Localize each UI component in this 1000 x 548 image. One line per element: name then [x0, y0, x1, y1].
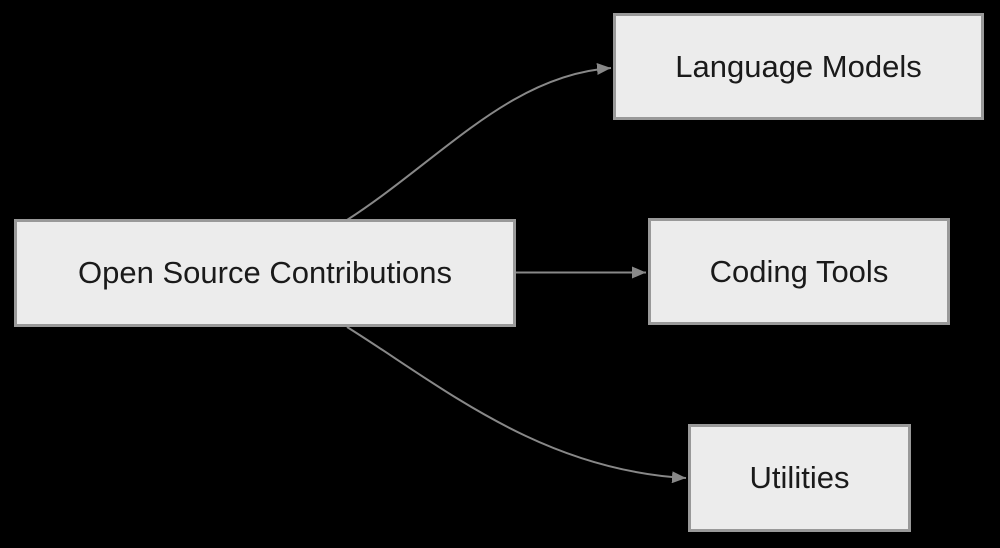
node-coding-tools-label: Coding Tools	[709, 253, 889, 289]
node-open-source-contributions-label: Open Source Contributions	[78, 255, 452, 290]
node-open-source-contributions: Open Source Contributions	[14, 219, 516, 327]
node-coding-tools: Coding Tools	[648, 218, 950, 325]
node-utilities-label: Utilities	[749, 460, 850, 495]
edge-root-to-language-models	[346, 62, 612, 221]
edge-root-to-utilities	[346, 326, 687, 484]
node-language-models: Language Models	[613, 13, 984, 120]
node-language-models-label: Language Models	[675, 48, 922, 84]
node-utilities: Utilities	[688, 424, 911, 532]
